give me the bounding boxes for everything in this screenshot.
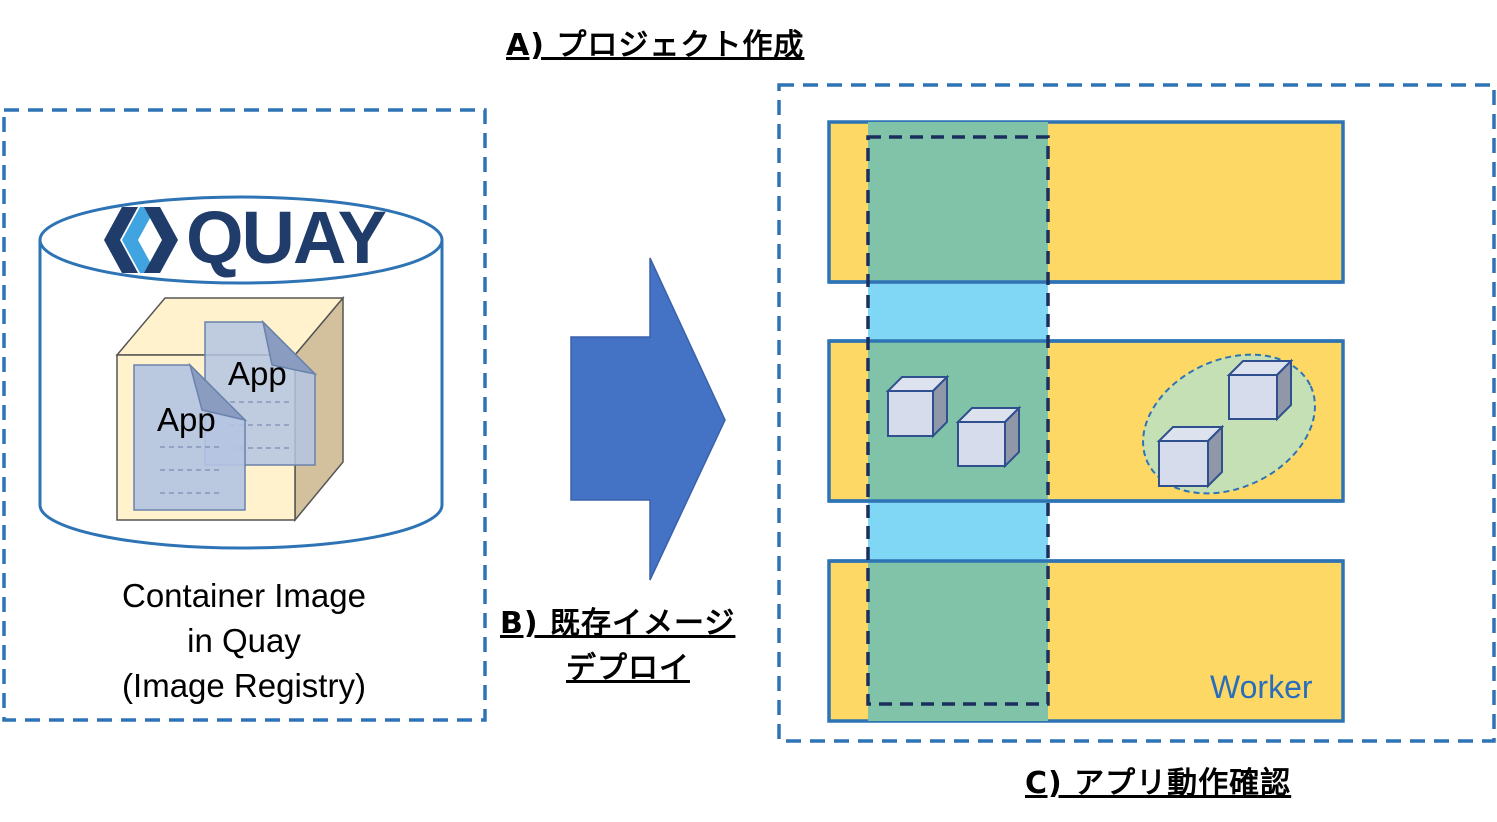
quay-logo-icon xyxy=(104,207,178,273)
pod-cube-icon xyxy=(885,374,950,439)
pod-cube-icon xyxy=(1156,424,1225,489)
title-b-deploy-line2: デプロイ xyxy=(566,651,690,686)
app-label-back: App xyxy=(228,355,287,392)
title-b-deploy-line1: B) 既存イメージ xyxy=(500,606,736,641)
app-document-front-icon xyxy=(133,362,248,511)
pod-cube-icon xyxy=(955,405,1022,469)
network-segment-2 xyxy=(868,503,1048,560)
registry-caption-line: (Image Registry) xyxy=(122,667,366,704)
cluster-dashed-box xyxy=(777,83,1496,743)
app-label-front: App xyxy=(157,401,216,438)
deploy-arrow-icon xyxy=(570,257,726,581)
pod-cube-icon xyxy=(1226,358,1294,422)
quay-logo-text: QUAY xyxy=(186,196,387,279)
project-column-node-1 xyxy=(868,122,1048,282)
network-segment-1 xyxy=(868,284,1048,340)
registry-caption: Container Image in Quay (Image Registry) xyxy=(44,573,444,708)
registry-dashed-box xyxy=(2,108,487,722)
title-c-app-verify: C) アプリ動作確認 xyxy=(1025,766,1292,801)
worker-label: Worker xyxy=(1210,669,1313,705)
project-dashed-outline xyxy=(866,135,1050,706)
project-column-node-3 xyxy=(868,561,1048,721)
title-a-project-create: A) プロジェクト作成 xyxy=(506,28,805,63)
registry-caption-line: Container Image xyxy=(122,577,366,614)
registry-caption-line: in Quay xyxy=(187,622,301,659)
